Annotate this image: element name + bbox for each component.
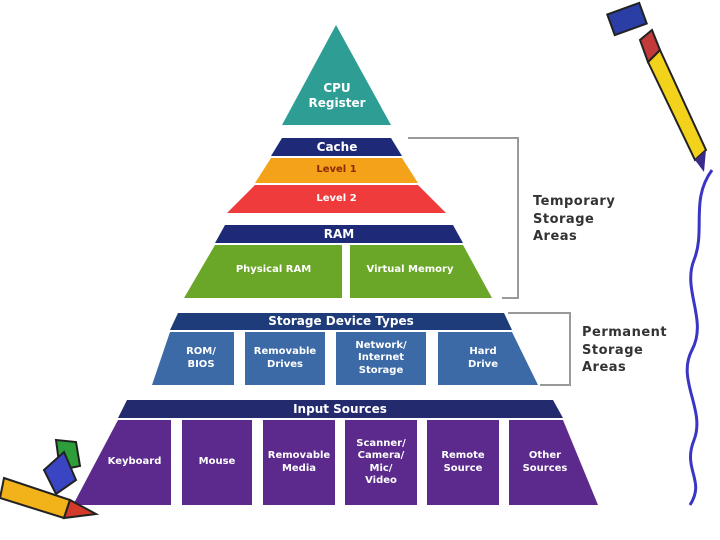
- ram-virtual-label: Virtual Memory: [366, 263, 454, 275]
- ram-band: [215, 225, 463, 243]
- temporary-storage-label: Temporary Storage Areas: [533, 194, 616, 245]
- storage-network-label: Network/ Internet Storage: [355, 339, 407, 376]
- storage-rom-label: ROM/ BIOS: [186, 346, 216, 370]
- input-remote-source-label: Remote Source: [441, 450, 485, 474]
- cpu-register-tier: [282, 25, 391, 125]
- input-other-sources-label: Other Sources: [522, 450, 568, 474]
- storage-hard-drive-label: Hard Drive: [468, 346, 498, 370]
- permanent-storage-label: Permanent Storage Areas: [582, 325, 668, 376]
- input-remote-source: [427, 420, 499, 505]
- cache-title: Cache: [316, 139, 358, 154]
- storage-removable-label: Removable Drives: [253, 346, 317, 370]
- storage-title: Storage Device Types: [268, 314, 414, 328]
- cache-level2: [227, 185, 446, 213]
- storage-hard-drive: [438, 332, 538, 385]
- input-keyboard: [73, 420, 171, 505]
- crayon-icon: [0, 438, 100, 520]
- input-band: [118, 400, 563, 418]
- storage-rom: [152, 332, 234, 385]
- storage-removable: [245, 332, 325, 385]
- ram-title: RAM: [323, 226, 355, 241]
- input-scanner: [345, 420, 417, 505]
- input-mouse-label: Mouse: [198, 456, 236, 468]
- pencil-icon: [605, 1, 708, 172]
- input-scanner-label: Scanner/ Camera/ Mic/ Video: [356, 437, 406, 487]
- cache-level2-label: Level 2: [316, 192, 357, 204]
- permanent-bracket: [508, 312, 571, 386]
- squiggle-line-icon: [685, 169, 714, 506]
- storage-network: [336, 332, 426, 385]
- cache-level1: [255, 158, 418, 183]
- input-removable-media-label: Removable Media: [267, 450, 331, 474]
- cache-level1-label: Level 1: [316, 164, 357, 176]
- input-removable-media: [263, 420, 335, 505]
- cache-band: [271, 138, 402, 156]
- input-title: Input Sources: [293, 401, 387, 416]
- cpu-register-label: CPU Register: [308, 81, 366, 110]
- input-other-sources: [509, 420, 598, 505]
- ram-physical: [184, 245, 342, 298]
- temporary-bracket: [408, 137, 519, 299]
- ram-virtual: [350, 245, 492, 298]
- ram-physical-label: Physical RAM: [235, 263, 312, 275]
- storage-band: [170, 313, 512, 330]
- input-mouse: [182, 420, 252, 505]
- input-keyboard-label: Keyboard: [107, 456, 162, 468]
